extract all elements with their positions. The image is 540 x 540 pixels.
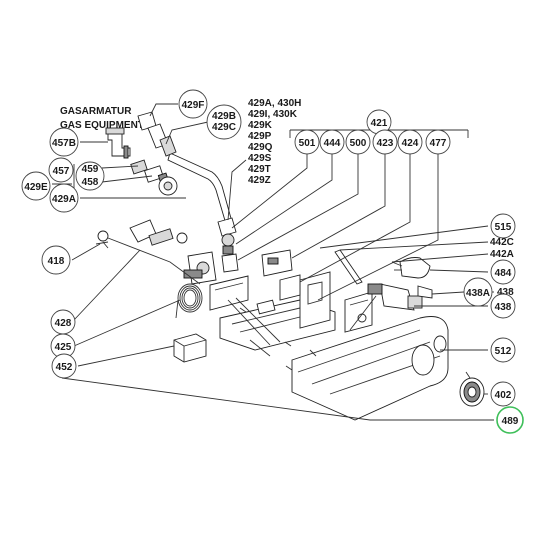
label-458: 458 [82,177,99,188]
label-512: 512 [495,346,512,357]
bubble-501 [294,129,320,155]
bubble-438A [463,277,493,307]
label-438-upper: 438 [497,287,514,298]
bubble-477 [425,129,451,155]
label-429B: 429B [212,111,236,122]
label-444: 444 [324,138,341,149]
igniter-484 [391,257,431,279]
label-421: 421 [371,118,388,129]
screws [239,307,317,371]
bubble-500 [345,129,371,155]
label-429I-430K: 429I, 430K [248,109,298,120]
label-429T: 429T [248,164,271,175]
bracket-group [209,249,301,357]
label-428: 428 [55,318,72,329]
thermocouple-coil-425 [175,283,203,319]
rod-442C [334,249,363,285]
label-442A: 442A [490,249,514,260]
bubble-429A [49,183,79,213]
label-501: 501 [299,138,316,149]
label-457B: 457B [52,138,76,149]
elbow-fitting-457B [105,127,131,159]
label-429K: 429K [248,120,273,131]
label-429F: 429F [182,100,205,111]
label-452: 452 [56,362,73,373]
fitting-459-458 [130,159,178,196]
label-429C: 429C [212,122,236,133]
gas-pipe [167,152,239,273]
bubble-489-highlighted[interactable] [496,406,524,434]
label-423: 423 [377,138,394,149]
pilot-burner-418 [95,230,201,285]
bubble-515 [490,213,516,239]
label-429Q: 429Q [248,142,273,153]
callouts: 429F 429B 429C 429A, 430H 429I, 430K 429… [21,89,524,434]
header-line-1: GASARMATUR [60,106,132,117]
label-429A: 429A [52,194,76,205]
housing-hole-small [433,335,447,353]
label-418: 418 [48,256,65,267]
label-429A-430H: 429A, 430H [248,98,301,109]
bubble-457B [49,127,79,157]
label-457: 457 [53,166,70,177]
label-477: 477 [430,138,447,149]
label-425: 425 [55,342,72,353]
label-438-lower: 438 [495,302,512,313]
bubble-429B-429C [206,104,242,140]
valve-438 [349,283,433,331]
label-515: 515 [495,222,512,233]
label-484: 484 [495,268,512,279]
label-442C: 442C [490,237,514,248]
label-402: 402 [495,390,512,401]
bubble-484 [490,259,516,285]
side-bracket [344,291,373,333]
header-line-2: GAS EQUIPMENT [60,120,144,131]
main-housing [291,316,449,421]
bubble-423 [372,129,398,155]
label-438A: 438A [466,288,490,299]
bubble-459-458 [75,161,105,191]
transformer-452 [173,333,207,363]
leader-lines [52,103,494,421]
fitting-429F [137,111,177,157]
bubble-424 [397,129,423,155]
bubble-457 [48,157,74,183]
bubble-402 [490,381,516,407]
bubble-512 [490,337,516,363]
bubble-429E [21,171,51,201]
label-429E: 429E [24,182,48,193]
label-459: 459 [82,164,99,175]
bubble-438-lower [490,293,516,319]
bubble-429F [178,89,208,119]
gas-valve-assembly [129,219,217,285]
bubble-444 [319,129,345,155]
bubble-418 [41,245,71,275]
label-429Z: 429Z [248,175,271,186]
label-489: 489 [502,416,519,427]
label-424: 424 [402,138,419,149]
label-429P: 429P [248,131,272,142]
label-500: 500 [350,138,367,149]
label-429S: 429S [248,153,272,164]
base-plate [219,271,336,351]
knob-ring-402 [459,371,485,407]
housing-hole-large [411,344,435,376]
bubble-452 [51,353,77,379]
